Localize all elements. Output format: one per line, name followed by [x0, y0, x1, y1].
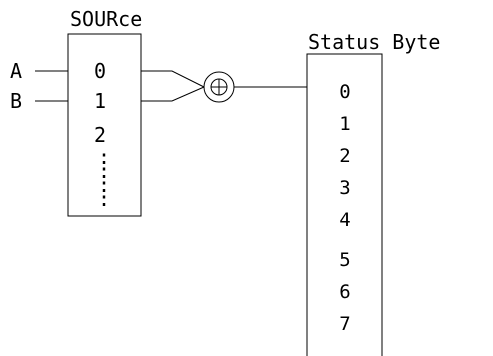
- status-byte-register: [306, 53, 383, 356]
- source-item-2: 2: [94, 123, 106, 147]
- source-output-0-wire: [141, 70, 205, 88]
- status-bit-1: 1: [339, 113, 350, 135]
- status-bit-0: 0: [339, 81, 350, 103]
- svg-text::: :: [98, 145, 110, 169]
- status-byte-title: Status Byte: [308, 30, 440, 54]
- status-bit-5: 5: [339, 249, 350, 271]
- status-bit-4: 4: [339, 209, 350, 231]
- status-bit-6: 6: [339, 281, 350, 303]
- source-title: SOURce: [70, 7, 142, 31]
- input-a-label: A: [10, 59, 22, 83]
- status-bit-2: 2: [339, 145, 350, 167]
- svg-text::: :: [98, 187, 110, 211]
- source-block: [67, 33, 142, 217]
- xor-operator-icon: [203, 71, 235, 103]
- source-item-1: 1: [94, 89, 106, 113]
- input-b-label: B: [10, 89, 22, 113]
- status-bit-3: 3: [339, 177, 350, 199]
- source-ellipsis: : : : :: [98, 145, 110, 211]
- source-output-1-wire: [141, 86, 205, 102]
- svg-text::: :: [98, 159, 110, 183]
- status-bit-7: 7: [339, 313, 350, 335]
- svg-text::: :: [98, 173, 110, 197]
- source-item-0: 0: [94, 59, 106, 83]
